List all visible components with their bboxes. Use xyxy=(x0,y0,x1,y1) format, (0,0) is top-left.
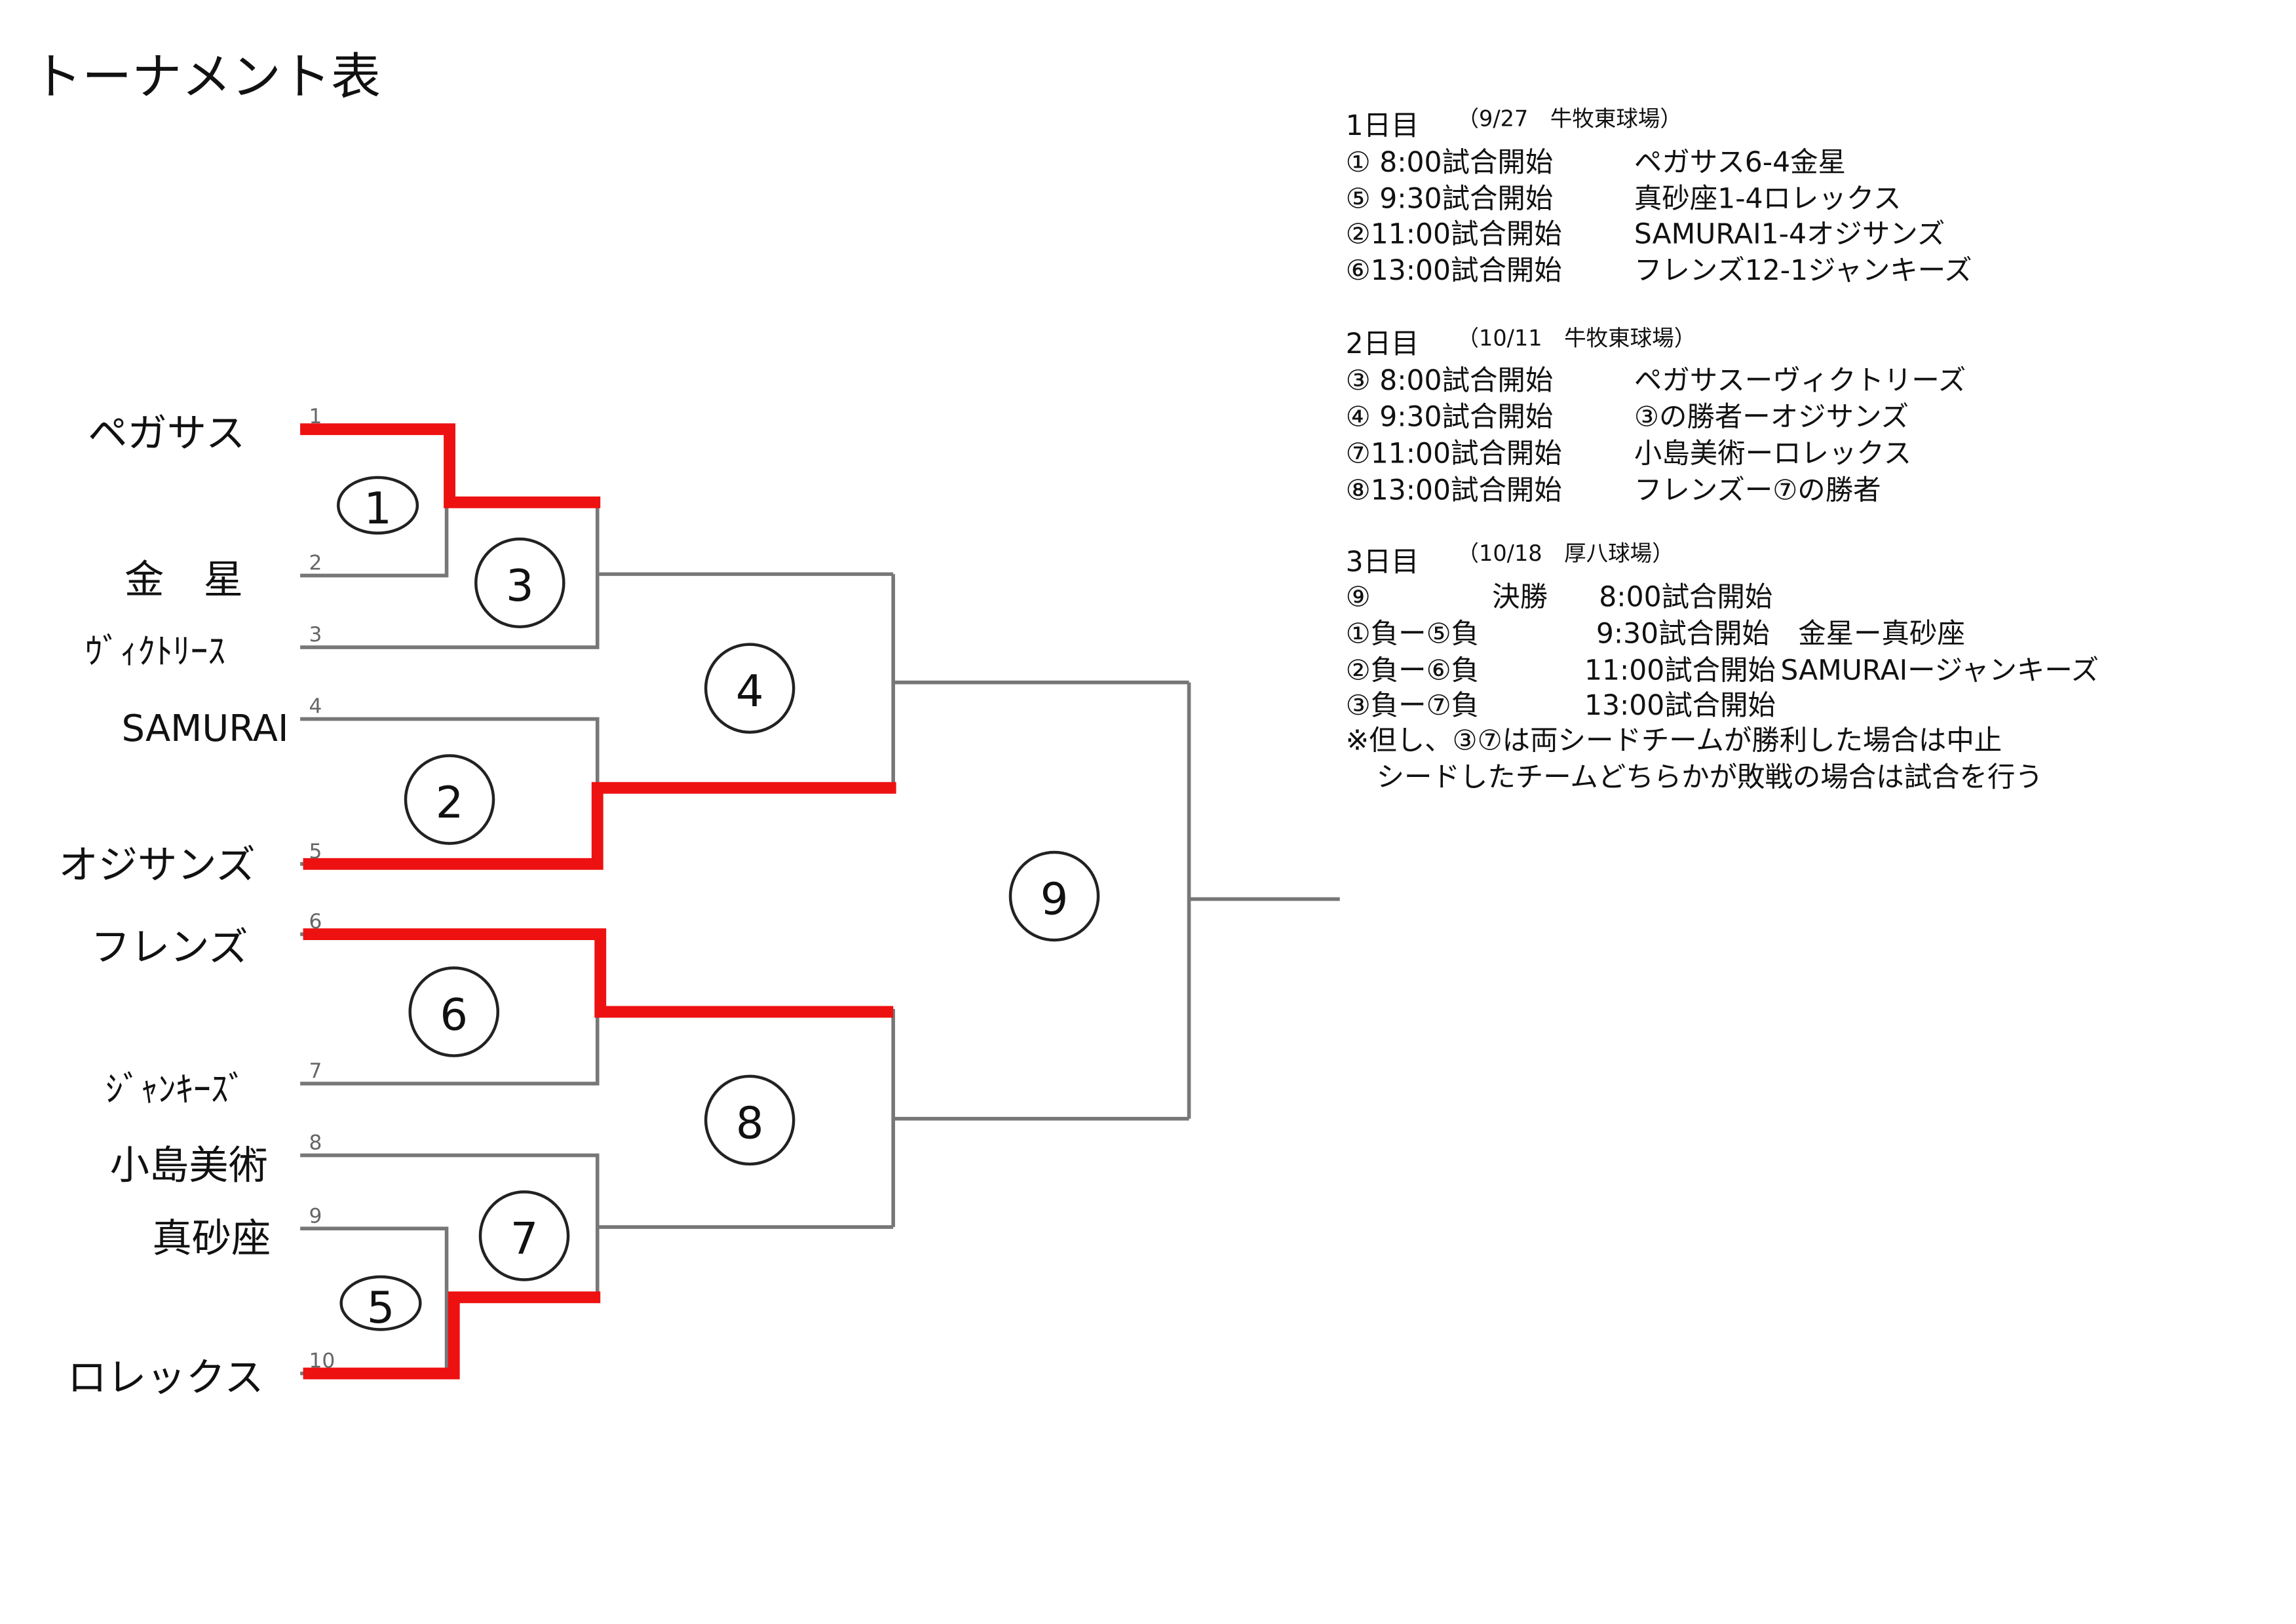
match-circle xyxy=(704,1074,795,1166)
schedule-match: SAMURAIージャンキーズ xyxy=(1780,654,2099,687)
day-label: 1日目 xyxy=(1346,110,1419,142)
match-circle xyxy=(336,476,419,535)
seed-number: 4 xyxy=(309,695,322,719)
match-number: 6 xyxy=(440,989,468,1040)
day-info: （10/11 牛牧東球場） xyxy=(1457,326,1696,351)
schedule-game: ③負ー⑦負 xyxy=(1346,690,1479,722)
seed-number: 2 xyxy=(309,552,322,575)
page-title: トーナメント表 xyxy=(32,47,381,105)
schedule-match: 真砂座1-4ロレックス xyxy=(1634,183,1902,216)
team-name: SAMURAI xyxy=(121,708,288,750)
schedule-match: 金星ー真砂座 xyxy=(1798,618,1965,650)
schedule-game: ①負ー⑤負 xyxy=(1346,618,1479,650)
schedule-time: 11:00試合開始 xyxy=(1584,654,1776,687)
schedule-match: ペガサスーヴィクトリーズ xyxy=(1634,365,1966,397)
bracket-match-9 xyxy=(1187,682,1340,1119)
team-name: 金 星 xyxy=(124,557,243,603)
team-name: フレンズ xyxy=(91,924,248,970)
schedule-match: ③の勝者ーオジサンズ xyxy=(1634,402,1909,434)
schedule-time: ④ 9:30試合開始 xyxy=(1346,402,1554,434)
match-number: 2 xyxy=(436,777,464,828)
schedule-time: ③ 8:00試合開始 xyxy=(1346,365,1554,397)
schedule-match: SAMURAI1-4オジサンズ xyxy=(1634,218,1945,250)
team-name: 小島美術 xyxy=(110,1142,268,1188)
schedule-time: ⑤ 9:30試合開始 xyxy=(1346,183,1554,216)
match-number: 1 xyxy=(364,483,392,534)
day-info: （10/18 厚八球場） xyxy=(1457,540,1674,566)
schedule-footnote: ※但し、③⑦は両シードチームが勝利した場合は中止 xyxy=(1346,725,2002,757)
schedule: 1日目 （9/27 牛牧東球場） ① 8:00試合開始 ペガサス6-4金星 ⑤ … xyxy=(1346,106,2099,794)
seed-number: 3 xyxy=(309,623,322,647)
match-circle xyxy=(474,537,565,629)
day-label: 2日目 xyxy=(1346,328,1419,360)
match-number: 7 xyxy=(510,1213,539,1264)
match-markers: 1 3 2 4 6 8 7 5 9 xyxy=(336,476,1100,1333)
schedule-footnote: シードしたチームどちらかが敗戦の場合は試合を行う xyxy=(1377,761,2043,793)
seed-number: 9 xyxy=(309,1204,322,1228)
winner-line-friends xyxy=(303,928,894,1018)
schedule-time: ⑧13:00試合開始 xyxy=(1346,474,1562,506)
bracket-match-7 xyxy=(300,1153,894,1300)
team-name: ｳﾞｨｸﾄﾘｰｽ xyxy=(85,631,226,672)
winner-line-ojisans xyxy=(303,782,896,870)
winner-line-pegasus xyxy=(300,423,601,508)
schedule-time: 13:00試合開始 xyxy=(1584,690,1776,722)
seed-number: 1 xyxy=(309,405,322,428)
seed-number: 6 xyxy=(309,910,322,934)
team-name: ペガサス xyxy=(88,411,245,457)
team-name: オジサンズ xyxy=(58,842,255,888)
schedule-note: 決勝 xyxy=(1492,582,1548,614)
schedule-time: ②11:00試合開始 xyxy=(1346,218,1562,250)
match-number: 9 xyxy=(1041,873,1069,924)
schedule-match: フレンズー⑦の勝者 xyxy=(1634,474,1881,506)
match-circle xyxy=(339,1275,422,1331)
schedule-time: 8:00試合開始 xyxy=(1599,582,1772,614)
match-circle xyxy=(1008,850,1100,942)
seed-number: 7 xyxy=(309,1059,322,1083)
match-number: 3 xyxy=(506,560,534,611)
schedule-match: 小島美術ーロレックス xyxy=(1634,438,1911,470)
schedule-time: ① 8:00試合開始 xyxy=(1346,147,1554,179)
match-number: 5 xyxy=(367,1282,395,1333)
match-number: 8 xyxy=(736,1097,764,1148)
bracket-match-8 xyxy=(891,1009,1189,1228)
team-name: ロレックス xyxy=(67,1355,264,1401)
winner-lines xyxy=(300,423,896,1380)
team-list: 1 ペガサス 2 金 星 3 ｳﾞｨｸﾄﾘｰｽ 4 SAMURAI 5 オジサン… xyxy=(58,405,335,1401)
team-name: ｼﾞｬﾝｷｰｽﾞ xyxy=(105,1068,246,1110)
seed-number: 10 xyxy=(309,1350,335,1373)
bracket-lines xyxy=(300,427,1340,1376)
match-circle xyxy=(404,754,495,845)
winner-line-rolex xyxy=(303,1291,601,1380)
day-label: 3日目 xyxy=(1346,546,1419,578)
match-circle xyxy=(704,643,795,734)
schedule-time: ⑦11:00試合開始 xyxy=(1346,438,1562,470)
match-circle xyxy=(478,1190,570,1281)
match-number: 4 xyxy=(736,666,764,717)
team-name: 真砂座 xyxy=(152,1216,271,1262)
match-circle xyxy=(408,966,500,1057)
schedule-match: フレンズ12-1ジャンキーズ xyxy=(1634,255,1972,287)
seed-number: 5 xyxy=(309,840,322,863)
seed-number: 8 xyxy=(309,1131,322,1155)
schedule-time: 9:30試合開始 xyxy=(1596,618,1770,650)
schedule-game: ⑨ xyxy=(1346,582,1371,614)
schedule-time: ⑥13:00試合開始 xyxy=(1346,255,1562,287)
day-info: （9/27 牛牧東球場） xyxy=(1457,106,1682,132)
schedule-game: ②負ー⑥負 xyxy=(1346,654,1479,687)
schedule-match: ペガサス6-4金星 xyxy=(1634,147,1846,179)
bracket-match-3 xyxy=(300,502,894,649)
bracket-match-4 xyxy=(891,574,1189,791)
